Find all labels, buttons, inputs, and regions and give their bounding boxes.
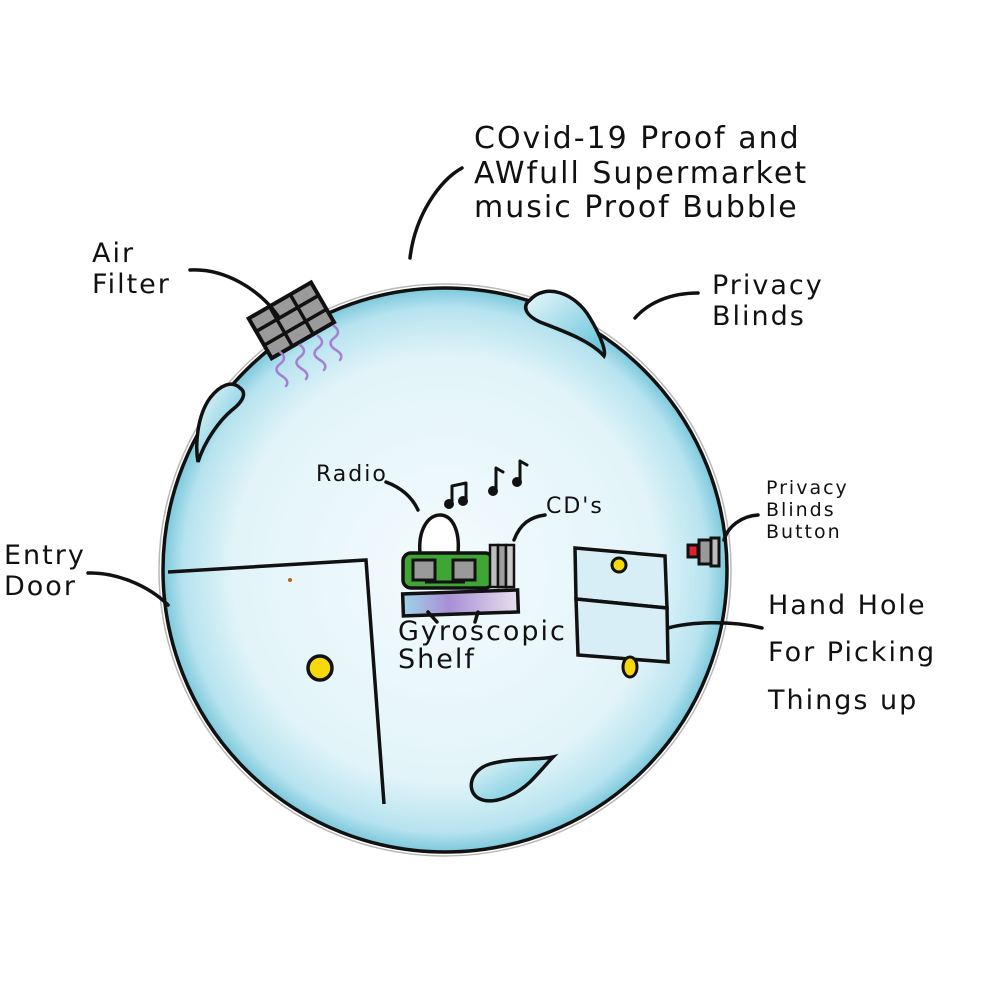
blind-top-right [523, 289, 607, 360]
privacy-blinds-button-label: Privacy Blinds Button [766, 477, 849, 543]
privacy-blinds-shapes [195, 289, 607, 803]
leader-privacy-button [722, 513, 760, 542]
blind-left [195, 382, 246, 463]
gyroscopic-shelf-icon [400, 588, 521, 618]
leader-radio [384, 480, 420, 512]
air-filter-icon [245, 279, 337, 362]
leader-lines [86, 166, 764, 630]
air-filter-label: Air Filter [92, 238, 171, 301]
entry-door [167, 558, 386, 805]
leader-privacy-blinds [633, 291, 700, 320]
leader-shelf [426, 610, 480, 624]
blind-bottom [469, 753, 559, 803]
leader-entry-door [86, 571, 170, 607]
privacy-blinds-button-icon [686, 536, 721, 568]
leader-air-filter [188, 268, 280, 318]
air-fumes-icon [275, 324, 343, 388]
cds-label: CD's [546, 494, 604, 519]
privacy-blinds-label: Privacy Blinds [712, 270, 824, 333]
music-notes-icon [444, 459, 529, 509]
leader-title [408, 166, 464, 260]
cds-icon [488, 543, 516, 589]
hand-hole [573, 546, 670, 679]
leader-cds [512, 513, 547, 542]
hand-hole-knob-top-icon [610, 556, 628, 574]
radio-label: Radio [316, 462, 388, 487]
hand-hole-knob-bottom-icon [621, 655, 639, 679]
leader-hand-hole [666, 621, 764, 630]
radio-icon [401, 513, 495, 590]
gyroscopic-shelf-label: Gyroscopic Shelf [398, 616, 567, 676]
entry-door-label: Entry Door [4, 540, 86, 603]
door-knob-icon [306, 654, 334, 682]
hand-hole-label: Hand Hole For Picking Things up [768, 590, 937, 716]
title-label: COvid-19 Proof and AWfull Supermarket mu… [474, 121, 809, 225]
